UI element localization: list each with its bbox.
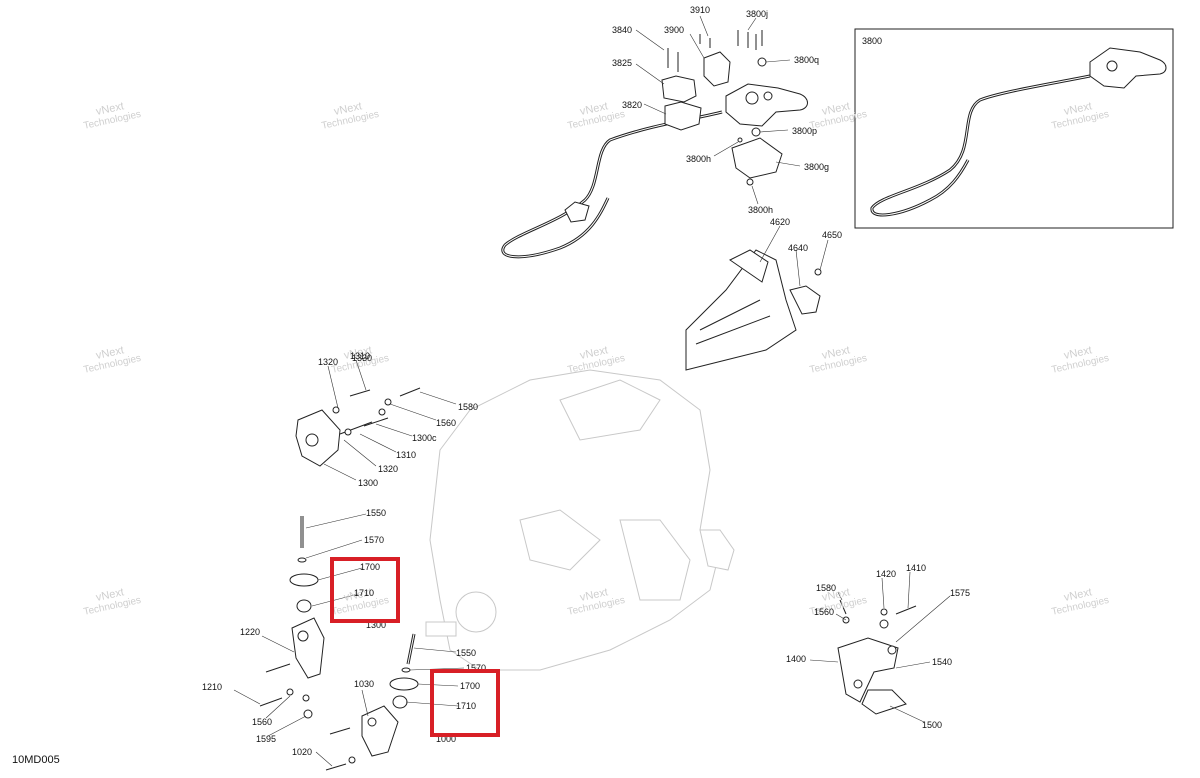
highlight-box bbox=[330, 557, 400, 623]
actuator-housing bbox=[685, 249, 822, 371]
part-label: 4650 bbox=[822, 230, 843, 240]
highlight-box bbox=[430, 669, 500, 737]
part-label: 3825 bbox=[612, 58, 633, 68]
part-label: 1550 bbox=[366, 508, 387, 518]
part-label: 3800q bbox=[794, 55, 820, 65]
part-label: 1310 bbox=[396, 450, 417, 460]
part-label: 1300 bbox=[366, 620, 387, 630]
upper-mount-assembly bbox=[295, 387, 421, 467]
part-label: 1710 bbox=[456, 701, 477, 711]
part-label: 1560 bbox=[814, 607, 835, 617]
part-label: 1410 bbox=[906, 563, 927, 573]
part-label: 1400 bbox=[786, 654, 807, 664]
part-label: 1330 bbox=[352, 353, 373, 363]
part-label: 1420 bbox=[876, 569, 897, 579]
part-label: 1000 bbox=[436, 734, 457, 744]
part-label: 1580 bbox=[816, 583, 837, 593]
inset-part-label: 3800 bbox=[862, 36, 883, 46]
part-label: 1570 bbox=[466, 663, 487, 673]
part-label: 3800p bbox=[792, 126, 818, 136]
part-label: 3800h bbox=[748, 205, 774, 215]
part-label: 1540 bbox=[932, 657, 953, 667]
engine-block bbox=[425, 369, 735, 671]
part-label: 4640 bbox=[788, 243, 809, 253]
part-label: 1320 bbox=[318, 357, 339, 367]
part-label: 3910 bbox=[690, 5, 711, 15]
throttle-assembly bbox=[501, 30, 808, 259]
part-label: 4620 bbox=[770, 217, 791, 227]
right-mount-assembly bbox=[325, 633, 419, 771]
diagram-code: 10MD005 bbox=[12, 754, 60, 766]
part-label: 1020 bbox=[292, 747, 313, 757]
part-label: 1320 bbox=[378, 464, 399, 474]
part-label: 1310 bbox=[350, 351, 371, 361]
part-label: 1700 bbox=[360, 562, 381, 572]
part-label: 1580 bbox=[458, 402, 479, 412]
part-label: 3800j bbox=[746, 9, 769, 19]
inset-throttle-drawing bbox=[870, 47, 1167, 217]
part-label: 3800g bbox=[804, 162, 830, 172]
part-label: 3800h bbox=[686, 154, 712, 164]
part-label: 1595 bbox=[256, 734, 277, 744]
part-label: 1710 bbox=[354, 588, 375, 598]
part-label: 1300 bbox=[358, 478, 379, 488]
rear-mount-assembly bbox=[837, 599, 917, 715]
part-label: 3840 bbox=[612, 25, 633, 35]
part-label: 1550 bbox=[456, 648, 477, 658]
part-label: 3820 bbox=[622, 100, 643, 110]
part-label: 3900 bbox=[664, 25, 685, 35]
part-label: 1700 bbox=[460, 681, 481, 691]
part-label: 1560 bbox=[252, 717, 273, 727]
part-label: 1560 bbox=[436, 418, 457, 428]
part-label: 1500 bbox=[922, 720, 943, 730]
left-mount-assembly bbox=[259, 516, 325, 719]
part-label: 1220 bbox=[240, 627, 261, 637]
inset-box bbox=[854, 28, 1174, 229]
part-label: 1030 bbox=[354, 679, 375, 689]
part-label: 1575 bbox=[950, 588, 971, 598]
part-label: 1570 bbox=[364, 535, 385, 545]
part-label: 1210 bbox=[202, 682, 223, 692]
part-label: 1300c bbox=[412, 433, 437, 443]
